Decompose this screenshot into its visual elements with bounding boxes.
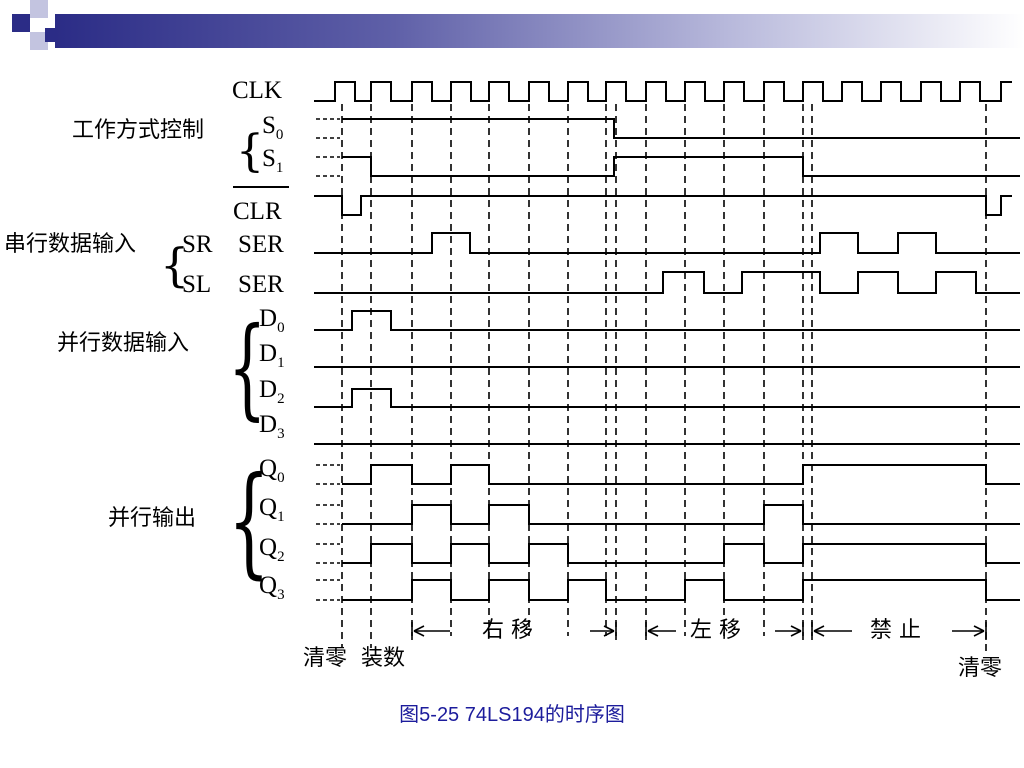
signal-label-sr: SER [238, 231, 284, 258]
s0-waveform-unknown [316, 118, 340, 139]
arrow-left-shift-right-head [790, 625, 802, 637]
signal-label-sl: SER [238, 271, 284, 298]
signal-label-clr: CLR [233, 198, 282, 225]
group-label-serial-input: 串行数据输入 [4, 232, 137, 257]
q2-waveform [342, 543, 1020, 564]
q3-waveform-unknown [316, 579, 340, 601]
figure-caption: 图5-25 74LS194的时序图 [399, 704, 625, 726]
arrow-inhibit-left-head [813, 625, 825, 637]
s1-waveform [342, 156, 1020, 177]
s1-waveform-unknown [316, 156, 340, 177]
arrow-inhibit-right-head [973, 625, 985, 637]
d0-waveform [314, 310, 1020, 331]
sr-ser-waveform [314, 232, 1020, 254]
header-square-light-1 [30, 0, 48, 18]
signal-label-q3: Q3 [259, 572, 285, 603]
phase-label-right-shift: 右 移 [482, 618, 533, 643]
group-label-parallel-input: 并行数据输入 [57, 331, 190, 356]
group-label-mode-control: 工作方式控制 [72, 118, 205, 143]
clk-waveform [314, 81, 1012, 102]
signal-label-sl-prefix: SL [182, 271, 212, 298]
clr-overbar [233, 186, 289, 188]
group-label-parallel-output: 并行输出 [108, 506, 197, 531]
header-square-light-2 [30, 32, 48, 50]
q0-waveform [342, 464, 1020, 485]
bottom-label-load: 装数 [361, 646, 406, 671]
signal-label-q2: Q2 [259, 534, 285, 565]
q1-waveform [342, 504, 1020, 525]
signal-label-s0: S0 [262, 112, 284, 143]
s0-waveform [342, 118, 1020, 139]
arrow-right-shift-left-head [413, 625, 425, 637]
q0-waveform-unknown [316, 464, 340, 485]
sl-ser-waveform [314, 271, 1020, 294]
brace-parallel-input: { [228, 303, 267, 431]
d2-waveform [314, 388, 1020, 408]
header-gradient-bar [55, 14, 1024, 48]
signal-label-s1: S1 [262, 145, 284, 176]
arrow-right-shift-right-head [603, 625, 615, 637]
brace-serial-input: { [160, 238, 190, 292]
bottom-label-clear-end: 清零 [958, 656, 1003, 681]
signal-label-q1: Q1 [259, 494, 285, 525]
arrow-left-shift-left-head [647, 625, 659, 637]
signal-label-d3: D3 [259, 411, 285, 442]
header-square-dark-1 [12, 14, 30, 32]
signal-label-q0: Q0 [259, 455, 285, 486]
q1-waveform-unknown [316, 504, 340, 525]
clr-waveform [314, 195, 1012, 216]
signal-label-d0: D0 [259, 305, 285, 336]
q3-waveform [342, 579, 1020, 601]
signal-label-d2: D2 [259, 376, 285, 407]
phase-label-left-shift: 左 移 [690, 618, 741, 643]
q2-waveform-unknown [316, 543, 340, 564]
signal-label-d1: D1 [259, 340, 285, 371]
bottom-label-clear: 清零 [303, 646, 348, 671]
phase-label-inhibit: 禁 止 [870, 618, 921, 643]
brace-parallel-output: { [228, 452, 270, 591]
signal-label-clk: CLK [232, 77, 282, 104]
signal-label-sr-prefix: SR [182, 231, 213, 258]
brace-mode-control: { [236, 126, 264, 177]
